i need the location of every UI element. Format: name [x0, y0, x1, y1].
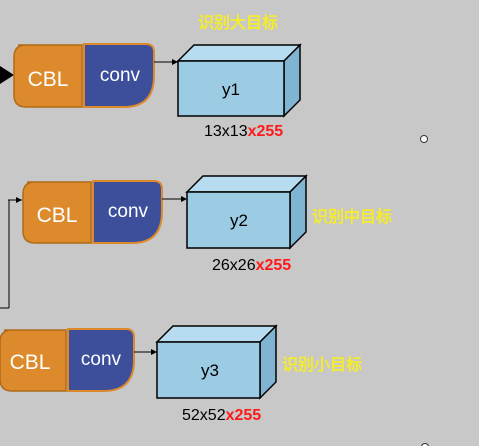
input-arrow-head	[0, 66, 14, 84]
box-front-face	[186, 191, 291, 249]
cbl-block	[22, 181, 92, 244]
tensor-dims: 26x26	[212, 257, 256, 274]
box-top-face	[185, 175, 308, 193]
tensor-dims: 52x52	[182, 407, 226, 424]
output-label: y2	[230, 211, 248, 230]
arrow-head	[172, 59, 178, 65]
head-row-3: CBL conv y3 52x52x255 识别小目标	[0, 324, 362, 424]
tensor-shape: 13x13x255	[204, 123, 283, 140]
cbl-block	[13, 44, 83, 108]
tensor-shape: 26x26x255	[212, 257, 291, 274]
cbl-label: CBL	[37, 204, 78, 227]
target-annotation: 识别小目标	[282, 355, 362, 374]
conv-block	[67, 328, 135, 392]
head-row-2: CBL conv y2 26x26x255 识别中目标	[22, 174, 392, 274]
cbl-label: CBL	[10, 351, 51, 374]
box-top-face	[176, 44, 302, 62]
arrow-head	[181, 196, 187, 202]
tensor-channels: x255	[248, 123, 284, 140]
conv-label: conv	[81, 349, 122, 370]
tensor-dims: 13x13	[204, 123, 248, 140]
box-front-face	[156, 341, 261, 399]
conv-label: conv	[100, 65, 141, 86]
output-label: y1	[222, 80, 240, 99]
conv-block	[92, 180, 163, 244]
target-annotation: 识别大目标	[198, 13, 278, 32]
cbl-block	[0, 329, 67, 392]
target-annotation: 识别中目标	[312, 207, 392, 226]
box-front-face	[177, 60, 285, 117]
tensor-shape: 52x52x255	[182, 407, 261, 424]
selection-handle[interactable]	[420, 135, 428, 143]
conv-block	[83, 43, 155, 108]
tensor-channels: x255	[226, 407, 262, 424]
head-row-1: CBL conv y1 13x13x255 识别大目标	[13, 13, 302, 140]
selection-handle[interactable]	[421, 443, 429, 446]
conv-label: conv	[108, 201, 149, 222]
branch-arrow-head	[16, 197, 22, 203]
cbl-label: CBL	[28, 68, 69, 91]
output-label: y3	[201, 361, 219, 380]
tensor-channels: x255	[256, 257, 292, 274]
arrow-head	[151, 349, 157, 355]
box-top-face	[155, 325, 278, 343]
